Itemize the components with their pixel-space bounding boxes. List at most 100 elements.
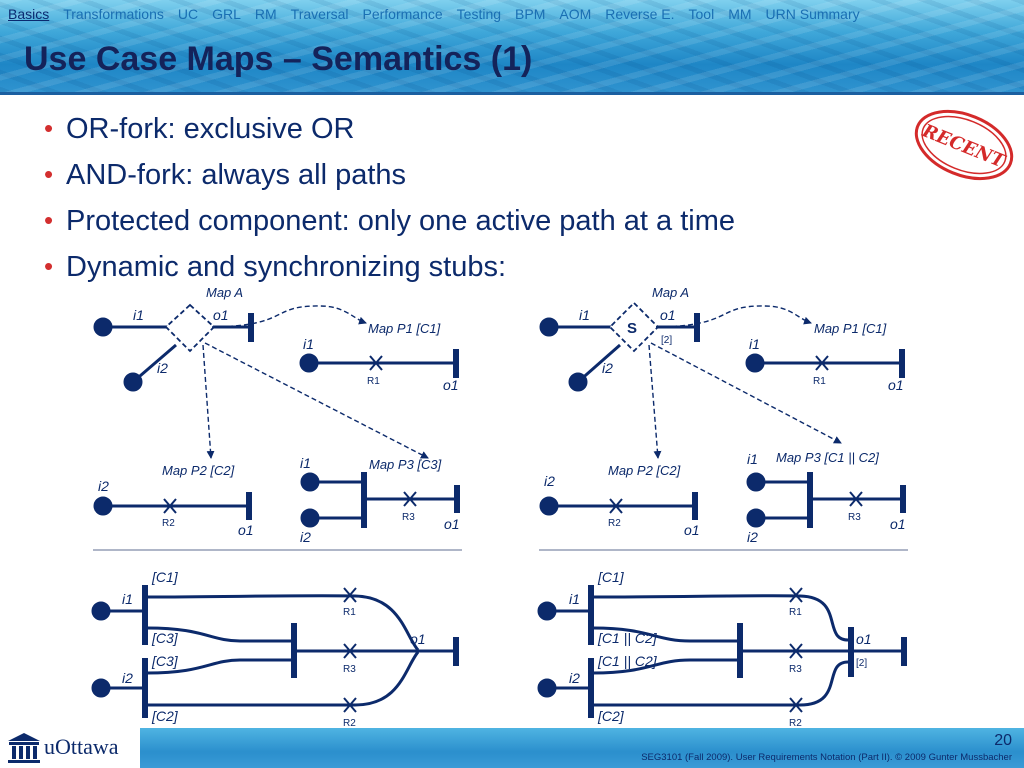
bullet-dot-icon: •	[44, 205, 54, 235]
nav-grl[interactable]: GRL	[212, 6, 241, 22]
label-o1: o1	[684, 522, 700, 538]
responsibility-icon	[369, 355, 383, 371]
nav-performance[interactable]: Performance	[362, 6, 443, 22]
bullet-dot-icon: •	[44, 251, 54, 281]
label-o1: o1	[888, 377, 904, 393]
label-o1: o1	[410, 631, 426, 647]
top-nav: Basics Transformations UC GRL RM Traversal Per…	[8, 6, 874, 22]
label-o1: o1	[213, 307, 229, 323]
label-i1: i1	[747, 451, 758, 467]
synchronizing-stub	[608, 301, 660, 353]
label-c2: [C2]	[151, 708, 179, 724]
map-title: Map P3 [C3]	[369, 457, 442, 472]
nav-bpm[interactable]: BPM	[515, 6, 546, 22]
footer-text: SEG3101 (Fall 2009). User Requirements N…	[641, 752, 1012, 763]
nav-mm[interactable]: MM	[728, 6, 752, 22]
label-c3: [C3]	[151, 653, 179, 669]
label-i1: i1	[303, 336, 314, 352]
nav-uc[interactable]: UC	[177, 6, 199, 22]
label-i1: i1	[579, 307, 590, 323]
label-o1: o1	[660, 307, 676, 323]
bullet-list: • OR-fork: exclusive OR •AND-fork: always…	[44, 106, 735, 290]
nav-basics[interactable]: Basics	[8, 6, 50, 22]
label-r3: R3	[789, 664, 802, 675]
label-i1: i1	[133, 307, 144, 323]
label-r3: R3	[402, 512, 415, 523]
dynamic-stub	[164, 303, 216, 353]
flattened-map-right: [C1] i1 [C1 || C2] [C1 || C2] i2 [C2] R1…	[537, 569, 907, 729]
bullet-item: • OR-fork: exclusive OR	[44, 106, 735, 152]
label-r3: R3	[343, 664, 356, 675]
label-r2: R2	[608, 518, 621, 529]
header-banner: Basics Transformations UC GRL RM Traversal Per…	[0, 0, 1024, 92]
logo: uOttawa	[0, 728, 140, 768]
start-point	[123, 372, 143, 392]
responsibility-icon	[789, 587, 803, 603]
label-r3: R3	[848, 512, 861, 523]
map-title: Map P2 [C2]	[162, 463, 235, 478]
label-i1: i1	[300, 455, 311, 471]
slide-title: Use Case Maps – Semantics (1)	[24, 40, 533, 78]
stub-label: S	[627, 320, 637, 337]
nav-aom[interactable]: AOM	[559, 6, 592, 22]
bullet-dot-icon: •	[44, 159, 54, 189]
nav-reverse-e[interactable]: Reverse E.	[605, 6, 675, 22]
label-o1: o1	[856, 631, 872, 647]
label-c1: [C1]	[597, 569, 625, 585]
label-i2: i2	[569, 670, 580, 686]
page-number: 20	[994, 732, 1012, 749]
label-c1-or-c2: [C1 || C2]	[597, 630, 658, 646]
nav-transformations[interactable]: Transformations	[63, 6, 164, 22]
label-c1-or-c2: [C1 || C2]	[597, 653, 658, 669]
responsibility-icon	[343, 643, 357, 659]
label-c3: [C3]	[151, 630, 179, 646]
responsibility-icon	[789, 643, 803, 659]
label-o1: o1	[444, 516, 460, 532]
bullet-item: •AND-fork: always all paths	[44, 152, 735, 198]
map-a-left: Map A i1 o1 i2	[93, 285, 429, 459]
map-title: Map P3 [C1 || C2]	[776, 450, 879, 465]
bullet-item: • Protected component: only one active pa…	[44, 198, 735, 244]
nav-testing[interactable]: Testing	[456, 6, 502, 22]
label-c1: [C1]	[151, 569, 179, 585]
nav-tool[interactable]: Tool	[688, 6, 715, 22]
responsibility-icon	[343, 697, 357, 713]
label-i2: i2	[122, 670, 133, 686]
bullet-text: Protected component: only one active pat…	[66, 205, 736, 237]
label-i2: i2	[747, 529, 758, 545]
title-rule	[0, 92, 1024, 95]
map-p3-right: Map P3 [C1 || C2] i1 R3 o1 i2	[746, 450, 906, 545]
label-o1: o1	[238, 522, 254, 538]
logo-text: uOttawa	[44, 734, 119, 759]
bullet-dot-icon: •	[44, 113, 54, 143]
label-c2: [C2]	[597, 708, 625, 724]
responsibility-icon	[343, 587, 357, 603]
university-building-icon	[8, 733, 40, 763]
map-a-right: S Map A i1 o1 [2] i2	[539, 285, 842, 459]
nav-urn-summary[interactable]: URN Summary	[765, 6, 860, 22]
label-r2: R2	[162, 518, 175, 529]
responsibility-icon	[403, 491, 417, 507]
map-title: Map P1 [C1]	[368, 321, 441, 336]
label-o1: o1	[443, 377, 459, 393]
map-p2-left: Map P2 [C2] i2 R2 o1	[93, 463, 254, 538]
map-title: Map P1 [C1]	[814, 321, 887, 336]
label-i2: i2	[544, 473, 555, 489]
responsibility-icon	[815, 355, 829, 371]
left-panel: Map A i1 o1 i2 Map P1 [C1] i1 R1 o1 Map …	[91, 285, 462, 729]
map-p1-left: Map P1 [C1] i1 R1 o1	[299, 321, 459, 393]
bullet-text: OR-fork: exclusive OR	[66, 113, 355, 145]
nav-traversal[interactable]: Traversal	[290, 6, 349, 22]
right-panel: S Map A i1 o1 [2] i2 Map P1 [C1] i1 R1 o…	[537, 285, 908, 729]
map-p2-right: Map P2 [C2] i2 R2 o1	[539, 463, 700, 538]
responsibility-icon	[163, 498, 177, 514]
label-r1: R1	[367, 376, 380, 387]
footer-bar: uOttawa 20 SEG3101 (Fall 2009). User Req…	[0, 728, 1024, 768]
nav-rm[interactable]: RM	[254, 6, 277, 22]
map-title: Map P2 [C2]	[608, 463, 681, 478]
label-i1: i1	[122, 591, 133, 607]
label-i2: i2	[602, 360, 613, 376]
flattened-map-left: [C1] i1 [C3] [C3] i2 [C2] R1 R3 R2 o1	[91, 569, 459, 729]
label-r1: R1	[343, 607, 356, 618]
label-o1: o1	[890, 516, 906, 532]
